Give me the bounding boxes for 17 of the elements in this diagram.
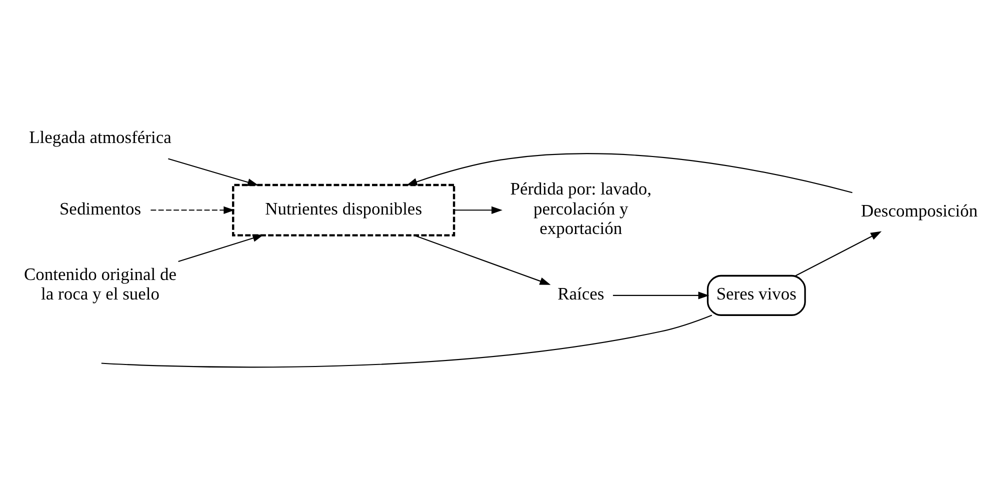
connector <box>100 314 712 368</box>
arrow <box>178 234 264 262</box>
node-box: Nutrientes disponibles <box>232 184 455 236</box>
arrow <box>168 158 258 186</box>
arrow <box>794 231 882 276</box>
node-box: Seres vivos <box>706 274 806 316</box>
arrow <box>150 206 234 214</box>
node-text: Sedimentos <box>58 198 141 218</box>
node-text: Raíces <box>557 284 604 304</box>
arrow <box>454 206 502 214</box>
arrow <box>406 153 852 194</box>
arrow <box>612 292 709 300</box>
arrow <box>414 234 550 285</box>
node-text: Pérdida por: lavado, percolación y exportación <box>510 178 652 238</box>
node-text: Llegada atmosférica <box>28 127 171 148</box>
node-text: Contenido original de la roca y el suelo <box>24 264 176 304</box>
node-text: Descomposición <box>860 200 978 220</box>
